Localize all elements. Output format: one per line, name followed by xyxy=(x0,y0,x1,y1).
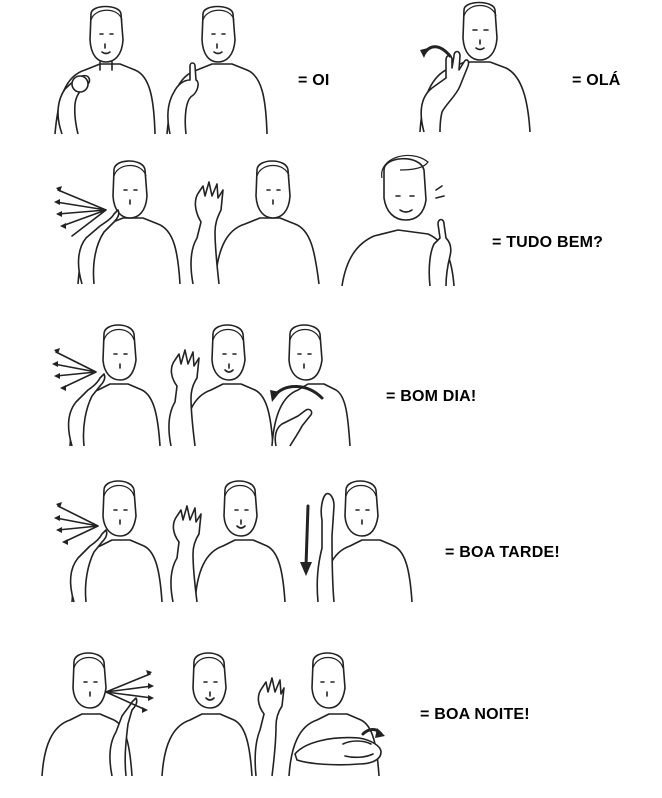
sign-figure-bom-dia-2 xyxy=(165,318,275,448)
sign-row-boa-noite: = BOA NOITE! xyxy=(0,640,662,785)
sign-figure-boa-noite-3 xyxy=(285,644,400,780)
sign-figure-boa-tarde-2 xyxy=(165,476,295,606)
sign-row-boa-tarde: = BOA TARDE! xyxy=(0,472,662,612)
sign-figure-ola xyxy=(410,0,535,136)
sign-figure-boa-noite-2 xyxy=(160,644,285,780)
sign-figure-tudo-bem-1 xyxy=(48,152,183,287)
sign-row-tudo-bem: = TUDO BEM? xyxy=(0,148,662,293)
sign-figure-tudo-bem-3 xyxy=(338,148,468,288)
sign-label-boa-tarde: = BOA TARDE! xyxy=(445,544,560,561)
sign-figure-oi-1 xyxy=(50,4,160,136)
sign-figure-boa-noite-1 xyxy=(40,644,160,780)
sign-figure-bom-dia-3 xyxy=(262,318,352,448)
sign-label-ola: = OLÁ xyxy=(572,72,621,89)
sign-figure-oi-2 xyxy=(162,4,272,136)
sign-row-oi: = OI = OLÁ xyxy=(0,0,662,140)
sign-figure-boa-tarde-1 xyxy=(48,476,163,606)
sign-figure-bom-dia-1 xyxy=(48,318,163,448)
sign-label-boa-noite: = BOA NOITE! xyxy=(420,706,530,723)
sign-label-bom-dia: = BOM DIA! xyxy=(386,388,477,405)
sign-figure-boa-tarde-3 xyxy=(292,476,413,606)
sign-figure-tudo-bem-2 xyxy=(185,152,325,287)
sign-label-oi: = OI xyxy=(298,72,330,89)
sign-row-bom-dia: = BOM DIA! xyxy=(0,316,662,456)
sign-label-tudo-bem: = TUDO BEM? xyxy=(492,234,604,251)
